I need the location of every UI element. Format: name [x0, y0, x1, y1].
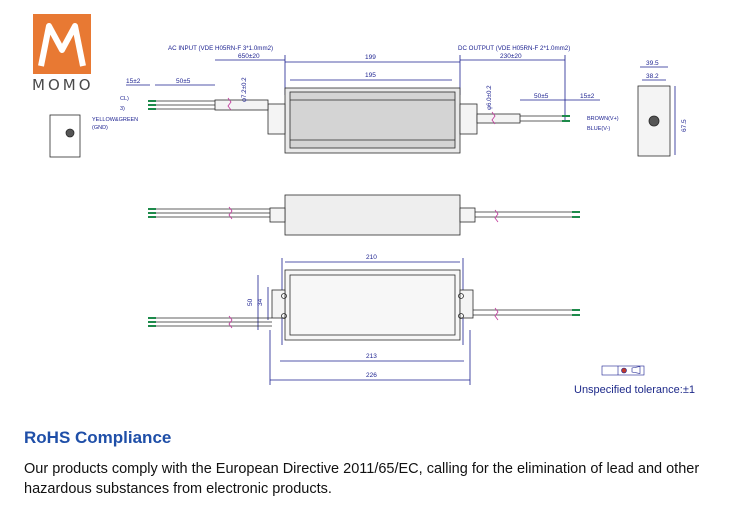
- tolerance-note: Unspecified tolerance:±1: [574, 384, 695, 396]
- bottom-view: [148, 258, 580, 385]
- ac-input-label: AC INPUT (VDE H05RN-F 3*1.0mm2): [168, 45, 273, 52]
- dim-650: 650±20: [238, 53, 260, 60]
- wire-cl: CL): [120, 96, 129, 102]
- dc-output-label: DC OUTPUT (VDE H05RN-F 2*1.0mm2): [458, 45, 570, 52]
- dim-230: 230±20: [500, 53, 522, 60]
- projection-symbol: [601, 365, 645, 376]
- dim-213: 213: [366, 353, 377, 360]
- brand-logo: [33, 14, 91, 74]
- dim-50-right: 50±5: [534, 93, 549, 100]
- top-view: [49, 55, 600, 158]
- wire-gnd: YELLOW&GREEN: [92, 117, 138, 123]
- dim-395: 39.5: [646, 60, 659, 67]
- side-view: [148, 194, 580, 236]
- dim-199: 199: [365, 54, 376, 61]
- dim-d72: φ7.2±0.2: [241, 77, 248, 102]
- wire-brown: BROWN(V+): [587, 116, 619, 122]
- momo-m-icon: [38, 23, 86, 67]
- dim-d60: φ6.0±0.2: [486, 85, 493, 110]
- wire-n: 3): [120, 106, 125, 112]
- dim-210: 210: [366, 254, 377, 261]
- dim-34: 34: [257, 298, 264, 306]
- dim-226: 226: [366, 372, 377, 379]
- rohs-body: Our products comply with the European Di…: [24, 461, 700, 497]
- wire-gnd2: (GND): [92, 125, 108, 131]
- wire-blue: BLUE(V-): [587, 126, 610, 132]
- dim-195: 195: [365, 72, 376, 79]
- dim-382: 38.2: [646, 73, 659, 80]
- mechanical-drawing: AC INPUT (VDE H05RN-F 3*1.0mm2) DC OUTPU…: [49, 45, 688, 385]
- end-view: [637, 66, 676, 157]
- dim-675: 67.5: [681, 119, 688, 132]
- dim-15-right: 15±2: [580, 93, 595, 100]
- dim-50-left: 50±5: [176, 78, 191, 85]
- dim-15-left: 15±2: [126, 78, 141, 85]
- rohs-title: RoHS Compliance: [24, 428, 172, 447]
- dim-50: 50: [247, 298, 254, 306]
- logo-text: MOMO: [32, 76, 94, 94]
